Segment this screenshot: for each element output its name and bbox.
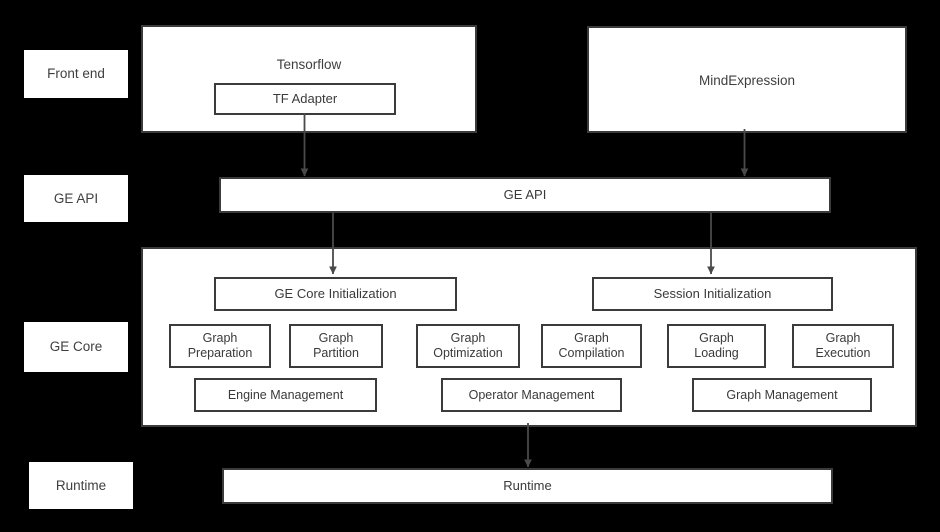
lane-label-ge-api: GE API (24, 175, 128, 222)
runtime-bar: Runtime (222, 468, 833, 504)
graph-optimization-box: Graph Optimization (416, 324, 520, 368)
engine-management-box: Engine Management (194, 378, 377, 412)
graph-management-box: Graph Management (692, 378, 872, 412)
session-initialization-box: Session Initialization (592, 277, 833, 311)
graph-optimization-line2: Optimization (433, 346, 503, 360)
ge-api-bar: GE API (219, 177, 831, 213)
graph-preparation-box: Graph Preparation (169, 324, 271, 368)
lane-label-runtime: Runtime (29, 462, 133, 509)
ge-core-panel: GE Core Initialization Session Initializ… (141, 247, 917, 427)
graph-loading-line2: Loading (694, 346, 739, 360)
lane-label-ge-core: GE Core (24, 322, 128, 372)
mindexpression-panel: MindExpression (587, 26, 907, 133)
graph-loading-line1: Graph (699, 331, 734, 346)
graph-partition-line1: Graph (318, 331, 354, 346)
graph-optimization-line1: Graph (450, 331, 486, 346)
graph-execution-box: Graph Execution (792, 324, 894, 368)
graph-compilation-box: Graph Compilation (541, 324, 642, 368)
graph-execution-line2: Execution (815, 346, 871, 360)
tensorflow-panel: Tensorflow TF Adapter (141, 25, 477, 133)
graph-partition-line2: Partition (313, 346, 359, 360)
tensorflow-title: Tensorflow (276, 57, 342, 72)
graph-preparation-line1: Graph (202, 331, 238, 346)
operator-management-box: Operator Management (441, 378, 622, 412)
graph-partition-box: Graph Partition (289, 324, 383, 368)
lane-label-front-end: Front end (24, 50, 128, 98)
graph-compilation-line2: Compilation (558, 346, 625, 360)
graph-preparation-line2: Preparation (187, 346, 253, 360)
graph-loading-box: Graph Loading (667, 324, 766, 368)
ge-core-initialization-box: GE Core Initialization (214, 277, 457, 311)
mindexpression-title: MindExpression (698, 73, 796, 88)
tf-adapter-box: TF Adapter (214, 83, 396, 115)
graph-compilation-line1: Graph (574, 331, 609, 346)
graph-execution-line1: Graph (825, 331, 861, 346)
